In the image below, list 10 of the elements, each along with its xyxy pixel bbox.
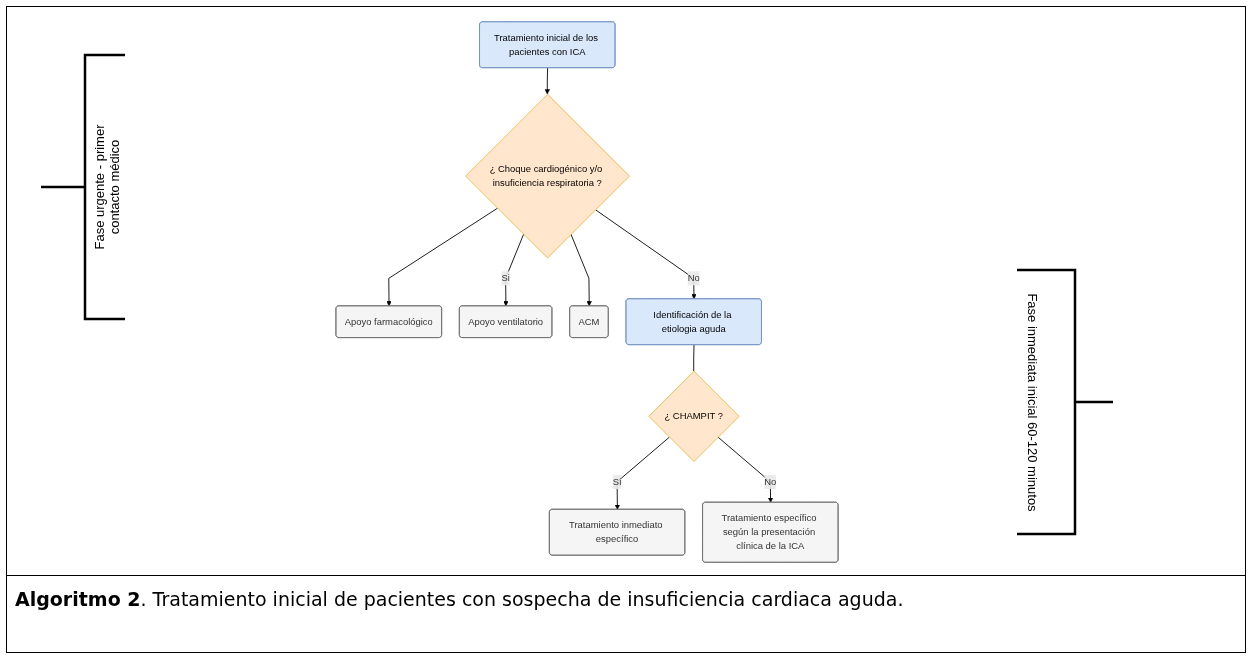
node-diamond: ¿ CHAMPIT ?	[648, 370, 740, 462]
edge-label: Sí	[612, 476, 622, 487]
edge-label: No	[764, 476, 777, 487]
caption: Algoritmo 2. Tratamiento inicial de pacientes con sospecha de insuficiencia cardiaca aguda.	[15, 587, 905, 612]
edge-label: Si	[501, 273, 510, 284]
node-diamond: ¿ Choque cardiogénico y/o insuficiencia respiratoria ?	[465, 93, 630, 259]
phase-label: Fase inmediata inicial 60-120 minutos	[1024, 292, 1040, 512]
edge-label: No	[687, 273, 700, 284]
phase-label: Fase urgente - primer contacto médico	[92, 123, 122, 252]
connector	[693, 344, 695, 372]
